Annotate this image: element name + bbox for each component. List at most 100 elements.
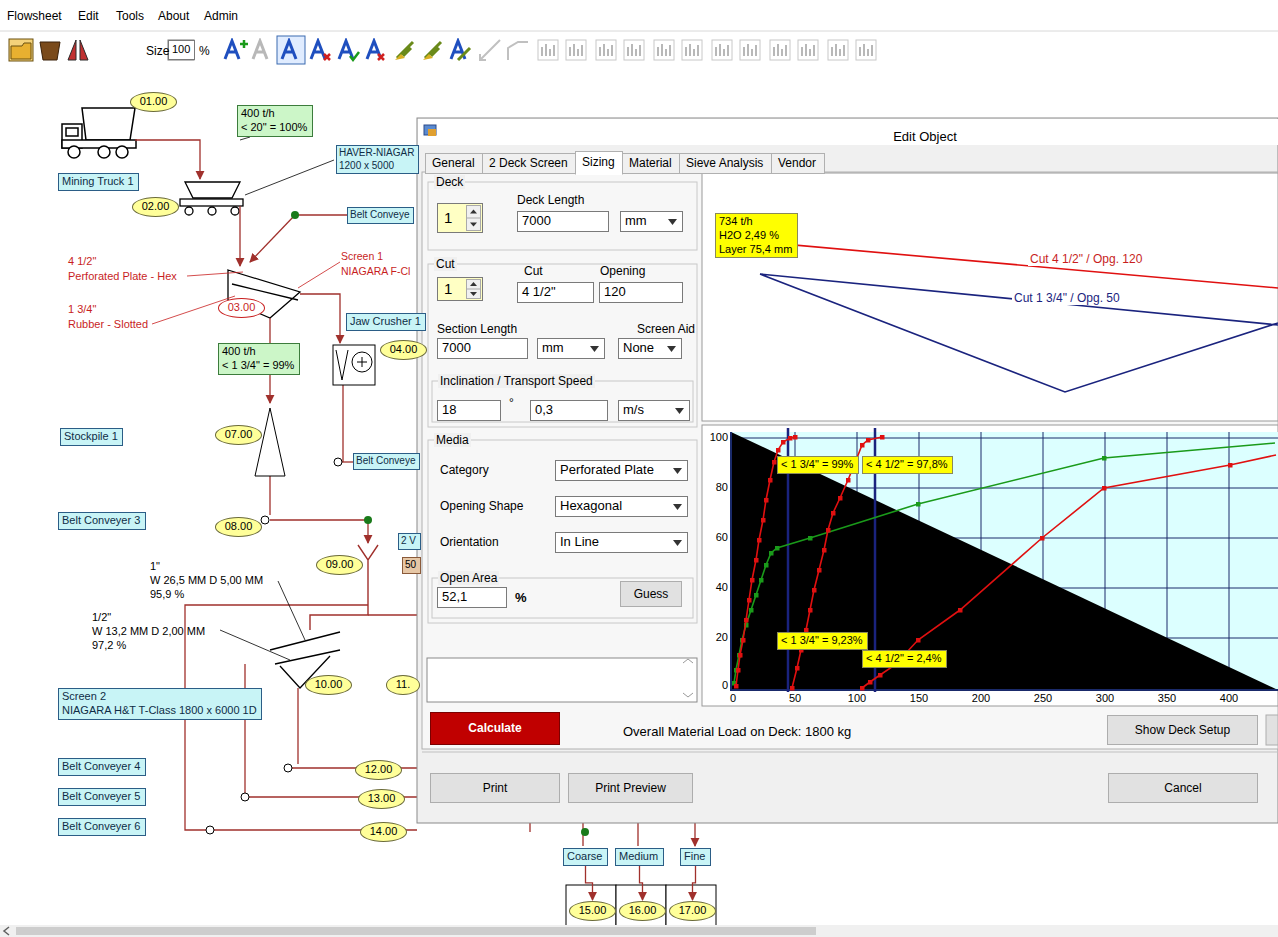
node-text: HAVER-NIAGAR: [339, 147, 416, 160]
calculate-button: Calculate: [430, 712, 560, 745]
dropdown: m/s: [618, 400, 690, 421]
axis-tick: 20: [716, 631, 728, 644]
media-note: Rubber - Slotted: [68, 318, 148, 331]
group-title: Media: [434, 433, 471, 447]
deck-note: 97,2 %: [92, 639, 126, 652]
node-text: 15.00: [579, 904, 607, 918]
chart-tag: 734 t/hH2O 2,49 %Layer 75,4 mm: [715, 213, 798, 258]
axis-tick: 250: [1034, 692, 1052, 705]
node-text: 120: [604, 284, 678, 300]
node-text: Coarse: [567, 850, 604, 864]
node-text: Hexagonal: [560, 498, 669, 514]
node-text: Belt Conveyer 4: [62, 760, 142, 774]
text-input: 4 1/2": [517, 282, 594, 303]
screen-note: NIAGARA F-Cl: [341, 265, 410, 278]
node-text: Material: [629, 156, 673, 171]
field-label: Cut: [524, 264, 543, 278]
screen-note: Screen 1: [341, 250, 383, 263]
dropdown-arrow: [673, 468, 682, 474]
text-input: 0,3: [530, 400, 608, 421]
node-text: Screen 2: [62, 690, 258, 704]
node-text: Guess: [634, 587, 669, 602]
equipment-label: Belt Conveyer 5: [58, 788, 146, 806]
field-label: Deck Length: [517, 193, 584, 207]
node-text: 1: [444, 280, 462, 299]
equipment-label: Stockpile 1: [60, 428, 123, 446]
text-input: 18: [437, 400, 501, 421]
node-text: 400 t/h: [241, 107, 309, 121]
equipment-label: Coarse: [563, 848, 608, 866]
node-text: NIAGARA H&T T-Class 1800 x 6000 1D: [62, 704, 258, 718]
node-text: 17.00: [679, 904, 707, 918]
node-text: Mining Truck 1: [62, 175, 135, 189]
node-text: In Line: [560, 534, 669, 550]
node-text: < 1 3/4" = 9,23%: [781, 634, 864, 648]
node-text: 7000: [522, 213, 604, 229]
node-text: 52,1: [442, 589, 502, 605]
axis-tick: 300: [1096, 692, 1114, 705]
dropdown: mm: [620, 211, 683, 232]
node-text: 13.00: [368, 792, 396, 806]
chart-tag: < 1 3/4" = 9,23%: [777, 632, 868, 650]
equipment-label: Medium: [615, 848, 664, 866]
node-text: Show Deck Setup: [1135, 723, 1230, 738]
media-note: Perforated Plate - Hex: [68, 270, 177, 283]
callout-number: 15.00: [569, 901, 616, 921]
dropdown: None: [618, 338, 682, 359]
deck-note: W 26,5 MM D 5,00 MM: [150, 574, 263, 587]
dropdown-arrow: [673, 540, 682, 546]
callout-number: 10.00: [305, 675, 352, 695]
node-text: < 20" = 100%: [241, 121, 309, 135]
size-input: 100: [168, 40, 195, 60]
callout-number: 08.00: [215, 517, 262, 537]
node-text: 12.00: [365, 763, 393, 777]
node-text: Cancel: [1164, 781, 1201, 796]
group-title: Cut: [434, 257, 457, 271]
axis-tick: 200: [972, 692, 990, 705]
callout-number: 13.00: [358, 789, 405, 809]
node-text: Stockpile 1: [64, 430, 119, 444]
flow-arrow: [586, 866, 593, 900]
node-text: 0,3: [535, 402, 603, 418]
group-title: Deck: [434, 175, 465, 189]
node-text: 100: [172, 43, 191, 57]
deck-note: W 13,2 MM D 2,00 MM: [92, 625, 205, 638]
node-text: 2 V: [401, 535, 418, 548]
node-text: Print Preview: [595, 781, 666, 796]
field-label: Screen Aid: [637, 322, 695, 336]
media-note: 1 3/4": [68, 303, 96, 316]
node-text: 18: [442, 402, 496, 418]
status-text: Overall Material Load on Deck: 1800 kg: [623, 724, 851, 740]
dropdown-arrow: [675, 408, 684, 414]
menu-item: Size: [146, 44, 169, 58]
axis-tick: 0: [730, 692, 736, 705]
button: Print Preview: [568, 773, 693, 803]
node-text: mm: [542, 340, 586, 356]
node-text: Vendor: [778, 156, 818, 171]
callout-number: 07.00: [215, 425, 262, 445]
deck-note: 1/2": [92, 611, 111, 624]
scrollbar: [0, 925, 1278, 937]
deck-note: 1": [150, 560, 160, 573]
axis-tick: 100: [710, 431, 728, 444]
callout-number: 11.: [386, 675, 420, 695]
callout-number: 16.00: [619, 901, 666, 921]
button: Show Deck Setup: [1107, 715, 1258, 745]
node-text: 1200 x 5000: [339, 160, 416, 173]
menu-item: About: [158, 9, 189, 23]
equipment-label: Screen 2NIAGARA H&T T-Class 1800 x 6000 …: [58, 688, 262, 720]
chart-tag: < 4 1/2" = 97,8%: [862, 456, 953, 474]
group-title: Open Area: [438, 571, 499, 585]
node-text: Belt Conveye: [350, 209, 411, 222]
node-text: 03.00: [228, 301, 256, 315]
axis-tick: 80: [716, 481, 728, 494]
node-text: Medium: [619, 850, 660, 864]
callout-number: 09.00: [316, 555, 363, 575]
axis-tick: 350: [1158, 692, 1176, 705]
node-text: 09.00: [326, 558, 354, 572]
axis-tick: 0: [722, 679, 728, 692]
node-text: 01.00: [140, 95, 168, 109]
dropdown-arrow: [667, 346, 676, 352]
node-text: 08.00: [225, 520, 253, 534]
node-text: 10.00: [315, 678, 343, 692]
